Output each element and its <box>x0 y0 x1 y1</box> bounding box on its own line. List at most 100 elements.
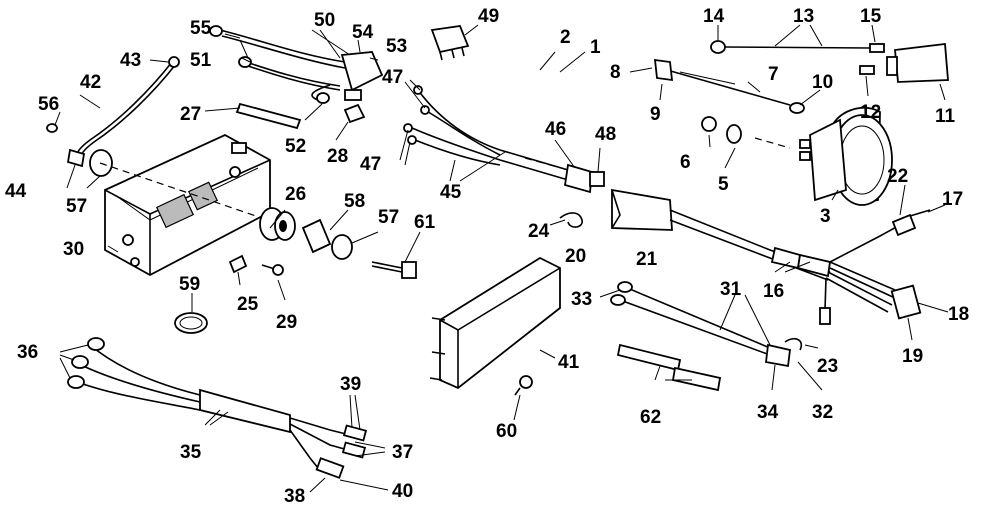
grommet-26 <box>259 207 296 241</box>
clip-25 <box>228 254 248 274</box>
callout-29: 29 <box>276 312 297 333</box>
callout-57-left: 57 <box>66 196 87 217</box>
callout-49: 49 <box>478 6 499 27</box>
callout-35: 35 <box>180 442 202 463</box>
callout-15: 15 <box>860 6 882 27</box>
callout-23: 23 <box>817 356 838 377</box>
callout-13: 13 <box>793 6 814 27</box>
callout-16: 16 <box>763 281 784 302</box>
connector-11 <box>886 42 949 83</box>
callout-51: 51 <box>190 50 212 71</box>
callout-40: 40 <box>392 481 413 502</box>
callout-43: 43 <box>120 50 141 71</box>
callout-11: 11 <box>935 106 956 127</box>
callout-60: 60 <box>496 421 517 442</box>
callout-14: 14 <box>703 6 725 27</box>
callout-1: 1 <box>590 37 601 58</box>
callout-6: 6 <box>680 152 691 173</box>
callout-58: 58 <box>344 191 365 212</box>
callout-25: 25 <box>237 294 259 315</box>
harness-16 <box>669 209 922 325</box>
harness-35 <box>67 337 368 479</box>
callout-56: 56 <box>38 94 59 115</box>
sleeves-62 <box>616 343 722 392</box>
callout-54: 54 <box>352 22 374 43</box>
alignment-line <box>754 137 791 149</box>
pin-12 <box>859 65 875 75</box>
callout-47-upper: 47 <box>382 67 403 88</box>
callout-38: 38 <box>284 486 305 507</box>
callout-57-right: 57 <box>378 207 399 228</box>
bulb-5 <box>726 124 742 144</box>
wire-7 <box>653 58 805 114</box>
wire-42 <box>46 56 180 168</box>
callout-61: 61 <box>414 212 436 233</box>
callout-12: 12 <box>860 102 881 123</box>
harness-45 <box>403 85 605 194</box>
callout-labels: 1 2 3 5 6 7 8 9 10 11 12 13 14 15 16 17 … <box>5 6 969 507</box>
callout-20: 20 <box>565 246 586 267</box>
callout-21: 21 <box>636 249 658 270</box>
callout-55: 55 <box>190 18 212 39</box>
callout-17: 17 <box>942 189 963 210</box>
callout-46: 46 <box>545 119 566 140</box>
bolt-61 <box>371 261 417 279</box>
callout-62: 62 <box>640 407 661 428</box>
callout-59: 59 <box>179 274 200 295</box>
relay-harness-50 <box>209 25 384 104</box>
callout-52: 52 <box>285 136 306 157</box>
screw-60 <box>514 375 533 396</box>
wire-13 <box>710 40 885 54</box>
callout-24: 24 <box>528 221 550 242</box>
socket-6 <box>701 116 717 132</box>
callout-3: 3 <box>820 206 831 227</box>
gauge-3 <box>799 106 893 206</box>
callout-27: 27 <box>180 104 201 125</box>
callout-8: 8 <box>610 62 621 83</box>
callout-5: 5 <box>718 174 729 195</box>
callout-7: 7 <box>768 64 779 85</box>
wire-31 <box>610 281 803 368</box>
callout-34: 34 <box>757 402 779 423</box>
callout-30: 30 <box>63 239 84 260</box>
callout-26: 26 <box>285 184 306 205</box>
terminals-17-22 <box>891 209 931 237</box>
callout-33: 33 <box>571 289 592 310</box>
callout-32: 32 <box>812 402 833 423</box>
callout-39: 39 <box>340 374 361 395</box>
relay-49 <box>430 25 470 61</box>
bushing-58 <box>301 218 332 254</box>
alignment-line <box>99 162 263 219</box>
callout-53: 53 <box>386 36 407 57</box>
callout-9: 9 <box>650 104 661 125</box>
washer-57-right <box>331 234 353 260</box>
callout-42: 42 <box>80 72 101 93</box>
callout-19: 19 <box>902 346 923 367</box>
clip-24 <box>559 212 583 228</box>
callout-41: 41 <box>558 352 580 373</box>
callout-45: 45 <box>440 182 462 203</box>
callout-44: 44 <box>5 181 27 202</box>
callout-2: 2 <box>560 27 571 48</box>
callout-48: 48 <box>595 124 616 145</box>
connector-21 <box>611 188 673 231</box>
callout-18: 18 <box>948 304 969 325</box>
callout-37: 37 <box>392 442 413 463</box>
callout-28: 28 <box>327 146 348 167</box>
callout-36: 36 <box>17 342 38 363</box>
leader-lines <box>54 24 949 493</box>
plug-28 <box>343 103 366 124</box>
callout-22: 22 <box>887 166 908 187</box>
alignment-line <box>524 157 569 171</box>
module-41 <box>429 256 561 390</box>
callout-10: 10 <box>812 72 833 93</box>
callout-50: 50 <box>314 10 335 31</box>
clamp-59 <box>174 312 208 334</box>
screw-29 <box>261 264 284 276</box>
sleeve-27 <box>235 102 302 130</box>
callout-47-lower: 47 <box>360 154 381 175</box>
control-box-30 <box>104 133 271 277</box>
callout-31: 31 <box>720 279 742 300</box>
